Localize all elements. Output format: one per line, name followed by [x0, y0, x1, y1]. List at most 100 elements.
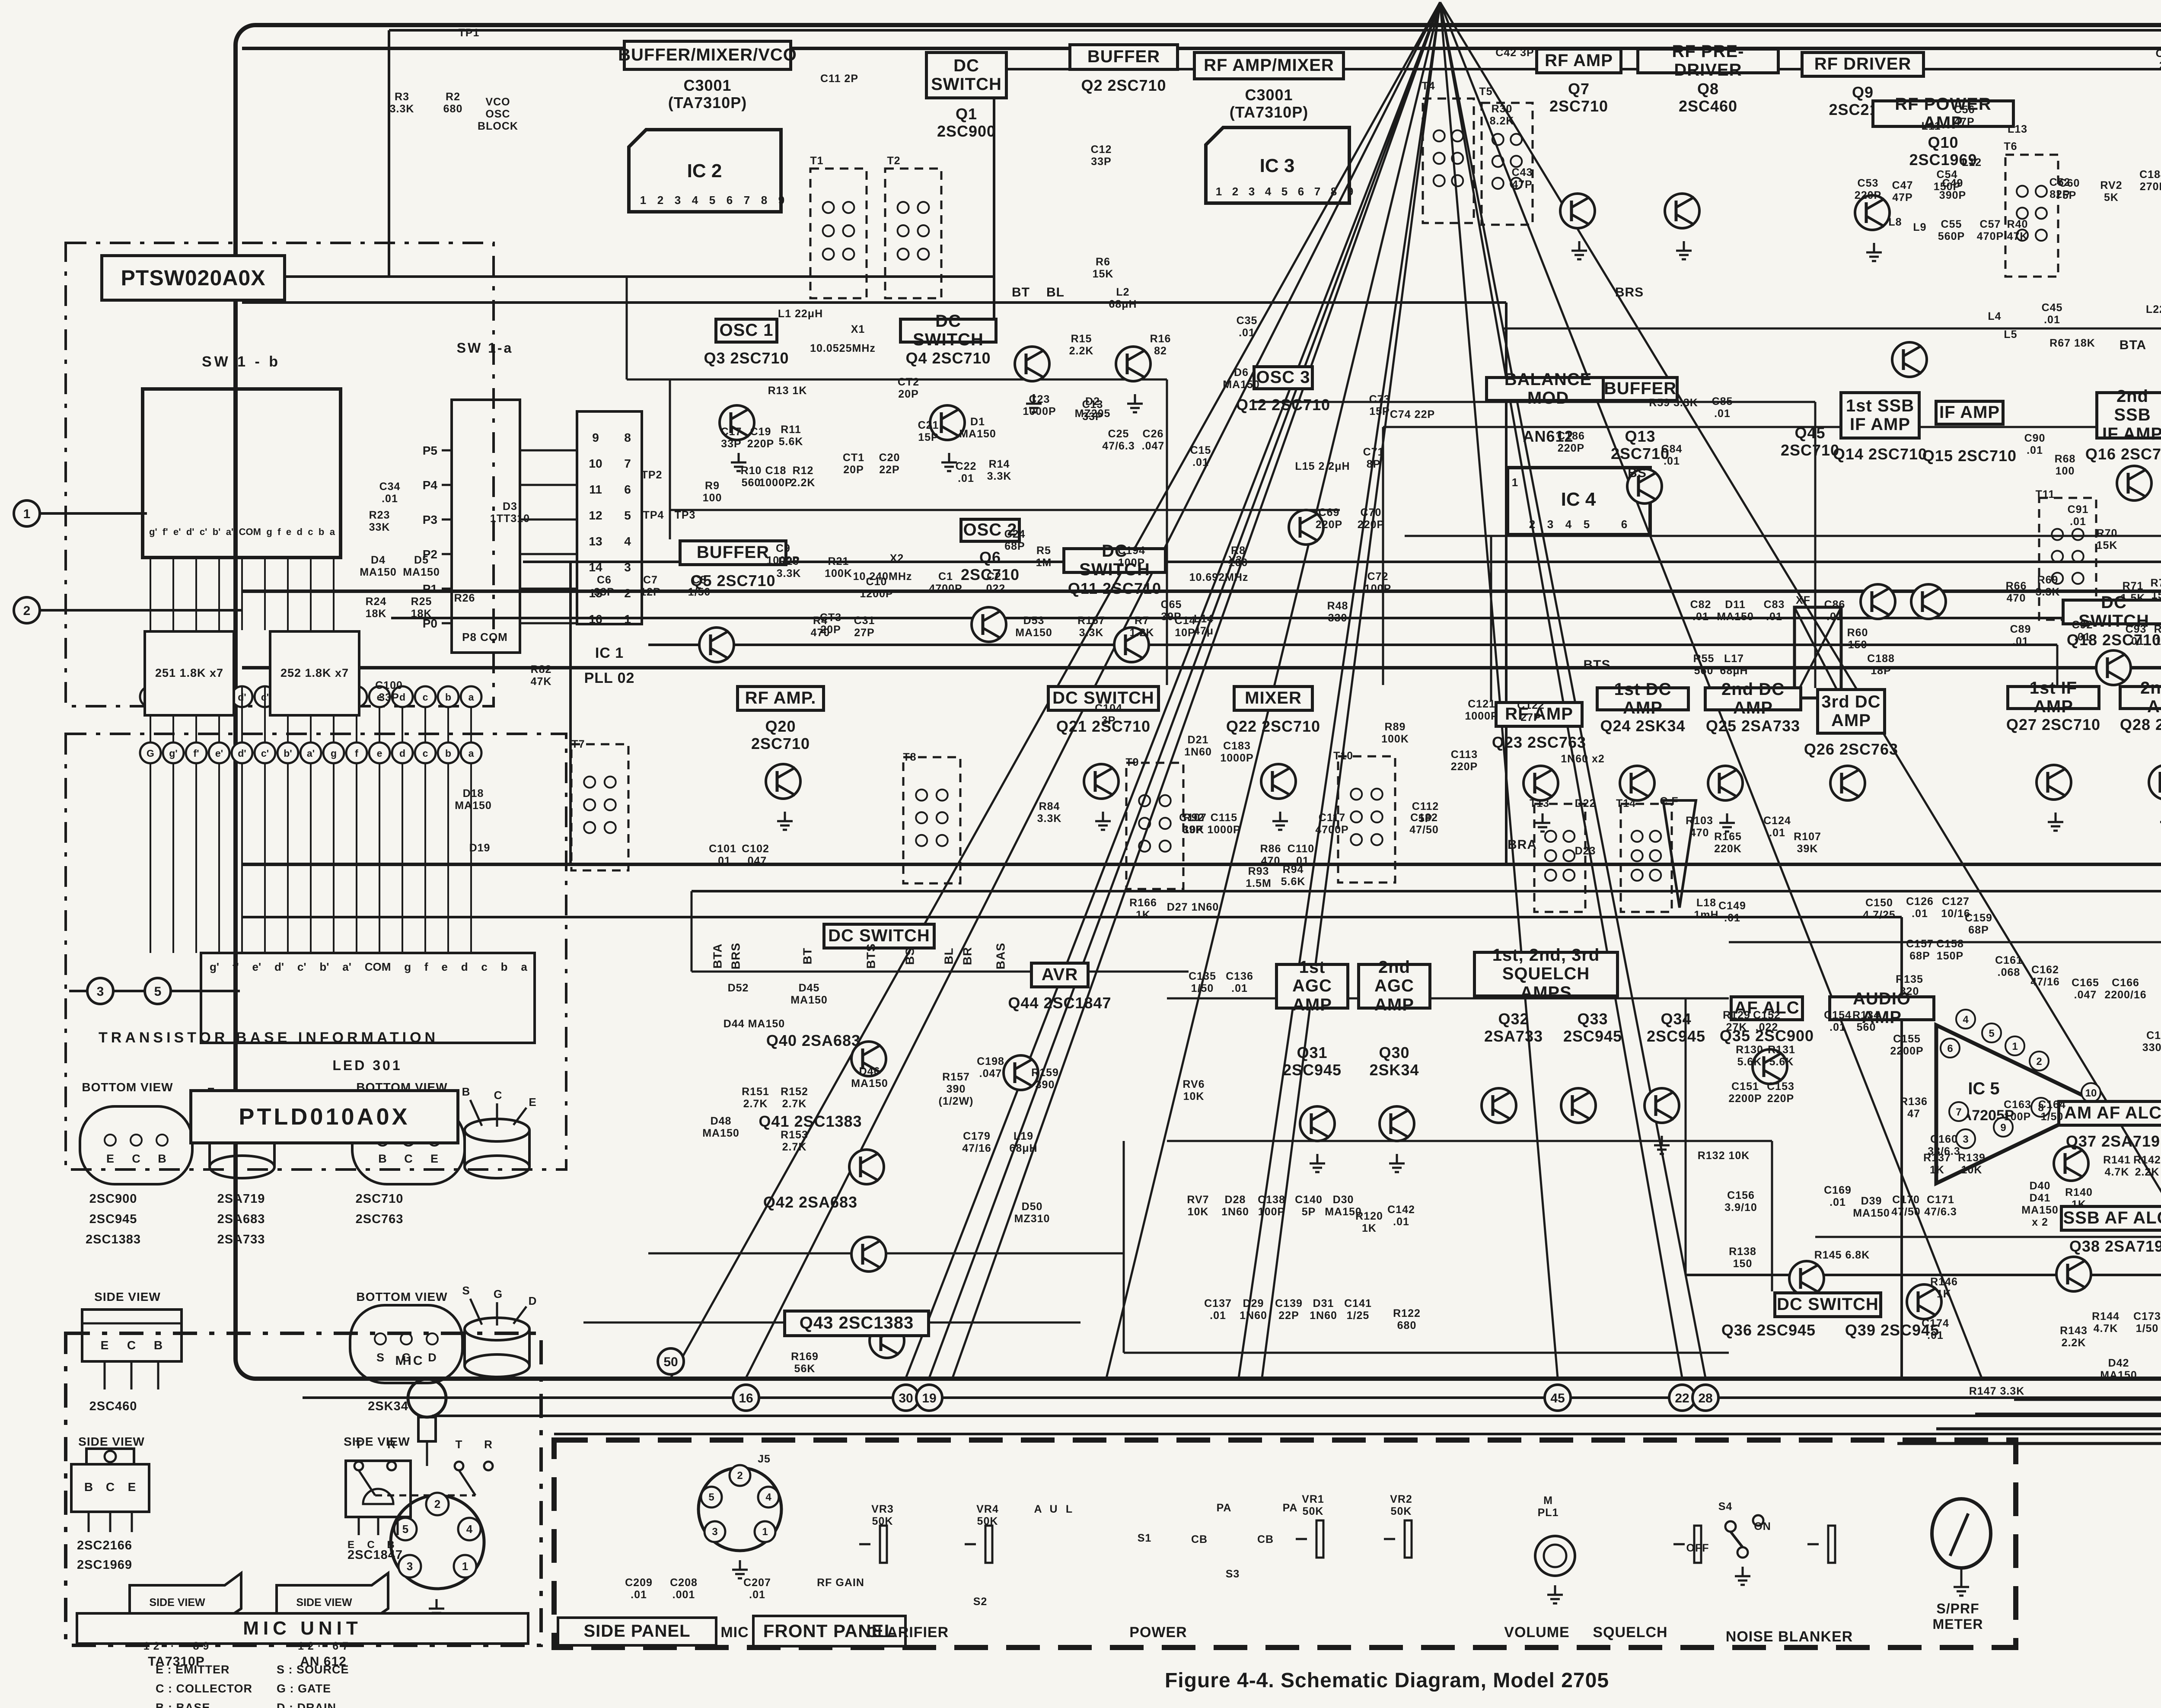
annotation-96: R60 150	[1847, 627, 1868, 651]
annotation-42: C18 1000P	[759, 465, 793, 489]
svg-text:E: E	[106, 1152, 114, 1165]
annotation-15: D53 MA150	[1015, 615, 1052, 639]
svg-text:4: 4	[1963, 1014, 1969, 1026]
annotation-178: C141 1/25	[1344, 1297, 1372, 1322]
svg-text:E: E	[101, 1338, 109, 1352]
svg-text:28: 28	[1698, 1391, 1712, 1405]
stage-label-2: BUFFER	[1068, 43, 1179, 71]
designator-5: Q40 2SA683	[766, 1032, 861, 1049]
annotation-193: D50 MZ310	[1014, 1201, 1050, 1225]
svg-text:13: 13	[589, 535, 602, 548]
stage-label-16: 1st SSB IF AMP	[1839, 391, 1921, 440]
svg-text:C: C	[132, 1152, 140, 1165]
stage-designator-10: Q5 2SC710	[690, 572, 776, 590]
svg-text:5: 5	[402, 1523, 408, 1536]
annotation-98: C90 .01	[2024, 432, 2046, 456]
annotation-234: C169 .01	[1824, 1184, 1852, 1208]
annotation-24: C9 1000P	[766, 542, 800, 567]
svg-text:f': f'	[193, 748, 199, 759]
annotation-165: C136 .01	[1226, 970, 1253, 994]
side-panel-label: SIDE PANEL	[557, 1616, 717, 1647]
legend-key-2: B : BASE	[156, 1701, 210, 1708]
annotation-13: C2 .022	[982, 570, 1006, 595]
stage-designator-7: Q10 2SC1969	[1909, 134, 1977, 169]
annotation-184: D48 MA150	[702, 1115, 739, 1139]
annotation-70: D5 MA150	[403, 554, 440, 578]
annotation-279: C47 47P	[1892, 179, 1913, 204]
svg-text:7: 7	[1956, 1106, 1961, 1118]
legend-view-1: BOTTOM VIEW	[356, 1080, 448, 1094]
stage-label-12: DC SWITCH	[1062, 542, 1167, 579]
annotation-258: L11	[1921, 120, 1941, 132]
annotation-146: C182 47/50	[1409, 812, 1439, 836]
annotation-190: R159 390	[1031, 1067, 1059, 1091]
annotation-164: C135 1/50	[1189, 970, 1216, 994]
stage-designator-23: Q21 2SC710	[1056, 717, 1151, 735]
bus-flag-7: BL	[1046, 285, 1065, 300]
svg-text:7: 7	[744, 194, 750, 207]
svg-text:a': a'	[307, 748, 315, 759]
svg-text:19: 19	[922, 1391, 936, 1405]
annotation-4: C11 2P	[820, 73, 859, 85]
svg-text:10: 10	[2085, 1087, 2097, 1099]
bus-label-2: BT	[800, 947, 814, 965]
svg-text:9: 9	[1347, 185, 1353, 198]
annotation-247: R143 2.2K	[2060, 1325, 2088, 1349]
svg-text:2: 2	[1232, 185, 1238, 198]
annotation-66: D6 MA150	[1223, 366, 1260, 391]
annotation-280: C49 390P	[1939, 177, 1967, 201]
bus-label-5: BL	[942, 947, 956, 965]
annotation-71: R24 18K	[365, 596, 387, 620]
annotation-14: R5 1M	[1036, 545, 1052, 569]
annotation-10: C15 .01	[1190, 444, 1211, 468]
svg-text:16: 16	[589, 612, 602, 626]
annotation-116: R71 1.5K	[2120, 580, 2145, 604]
annotation-262: C56 47P	[1954, 104, 1975, 128]
svg-text:E: E	[128, 1480, 136, 1494]
annotation-210: C157 68P	[1906, 938, 1934, 962]
stage-label-27: 2nd DC AMP	[1704, 680, 1802, 717]
svg-text:6: 6	[624, 483, 631, 496]
annotation-294: C207 .01	[743, 1577, 771, 1601]
annotation-23: C8 1/50	[688, 574, 711, 598]
stage-label-36: 1st, 2nd, 3rd SQUELCH AMPS	[1473, 946, 1619, 1002]
legend-part-g3-0: 2SC710	[355, 1192, 404, 1206]
legend-part-g6-0: 2SC2166	[77, 1539, 132, 1552]
annotation-29: TP2	[641, 469, 663, 481]
svg-text:e: e	[377, 748, 382, 759]
annotation-150: C122 27P	[1517, 699, 1545, 723]
svg-text:3: 3	[407, 1560, 413, 1573]
annotation-221: C167 330/16	[2142, 1029, 2161, 1054]
svg-text:SIDE VIEW: SIDE VIEW	[296, 1596, 352, 1609]
annotation-175: D29 1N60	[1240, 1297, 1267, 1322]
stage-label-14: BALANCE MOD	[1485, 370, 1611, 408]
annotation-8: R6 15K	[1092, 256, 1114, 280]
svg-text:4: 4	[624, 535, 631, 548]
annotation-35: C21 15P	[918, 419, 939, 443]
annotation-244: R145 6.8K	[1814, 1249, 1870, 1261]
annotation-51: R16 82	[1150, 333, 1171, 357]
annotation-133: C101 .01	[709, 843, 736, 867]
annotation-142: C183 1000P	[1220, 740, 1254, 764]
annotation-169: C138 100P	[1258, 1194, 1285, 1218]
annotation-238: R137 1K	[1923, 1152, 1951, 1176]
annotation-180: D52	[727, 982, 749, 994]
annotation-62: 10.692MHz	[1189, 571, 1249, 583]
bus-label-6: BR	[960, 946, 974, 966]
annotation-183: D46 MA150	[851, 1065, 888, 1090]
annotation-77: C73 15P	[1369, 393, 1390, 417]
legend-key-4: G : GATE	[277, 1682, 331, 1695]
svg-text:1: 1	[640, 194, 646, 207]
mic-label: MIC	[395, 1354, 424, 1368]
stage-label-11: OSC 2	[959, 518, 1021, 543]
annotation-39: C19 220P	[747, 426, 775, 450]
annotation-20: R8 100	[1228, 545, 1248, 569]
annotation-236: C170 47/50	[1891, 1194, 1921, 1218]
svg-text:7: 7	[1314, 185, 1320, 198]
svg-text:G: G	[402, 1351, 411, 1364]
figure-title: Figure 4-4. Schematic Diagram, Model 270…	[1164, 1669, 1610, 1692]
bus-label-3: BTS	[864, 943, 878, 969]
resistor-pack-2: 252 1.8K x7	[269, 630, 360, 717]
